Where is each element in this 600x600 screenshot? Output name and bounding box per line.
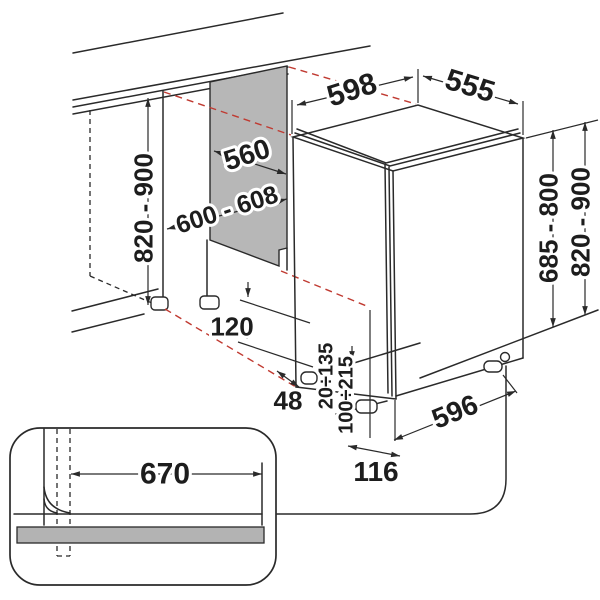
guide-bottom-right xyxy=(280,270,370,308)
label-detail-reach: 670 xyxy=(140,458,190,491)
inset-border xyxy=(9,427,277,586)
rear-foot xyxy=(483,360,503,373)
guide-bottom-left xyxy=(164,308,297,388)
niche-right-plinth-block xyxy=(199,295,220,310)
dim-front-offset: 116 xyxy=(347,310,402,490)
hose-curve xyxy=(43,486,71,514)
door-corner-edge-3 xyxy=(384,163,389,394)
dim-range-100-215: 100÷215 xyxy=(332,353,360,437)
floor-edge-1 xyxy=(71,288,159,312)
door-rim-line-1 xyxy=(294,132,521,167)
dim-niche-height-right: 820 - 900 xyxy=(562,122,598,315)
front-left-foot xyxy=(300,371,318,385)
plinth-bar xyxy=(16,526,265,544)
dim-feet-distance: 596 xyxy=(393,374,518,441)
label-gap-48: 48 xyxy=(274,385,303,415)
dim-appliance-height: 685 - 800 xyxy=(525,119,599,327)
leveling-feet xyxy=(300,351,511,414)
door-corner-edge-2 xyxy=(388,166,393,397)
label-niche-height-right: 820 - 900 xyxy=(565,167,595,277)
front-right-foot xyxy=(355,399,378,414)
dim-detail-reach: 670 xyxy=(71,455,262,494)
label-front-offset: 116 xyxy=(353,456,398,487)
detail-inset: 670 xyxy=(9,427,277,586)
label-top-width: 598 xyxy=(323,67,381,114)
door-corner-edge-1 xyxy=(392,170,397,400)
dishwasher xyxy=(290,104,599,415)
label-range-100-215: 100÷215 xyxy=(335,356,357,434)
label-niche-height-left: 820 - 900 xyxy=(128,153,158,263)
label-range-20-135: 20÷135 xyxy=(315,343,337,410)
guide-top-left xyxy=(163,91,292,136)
detail-leader-line xyxy=(276,365,507,515)
dim-plinth-height: 120 xyxy=(207,282,314,368)
base-reference-line xyxy=(419,309,599,379)
label-plinth-height: 120 xyxy=(210,311,253,341)
left-front-edge xyxy=(292,137,297,388)
dim-range-20-135: 20÷135 xyxy=(312,340,355,412)
dim-gap-48: 48 xyxy=(271,370,305,418)
base-frame-line xyxy=(343,342,421,367)
door-rim-line-2 xyxy=(296,128,519,164)
label-feet-distance: 596 xyxy=(427,388,482,434)
floor-edge-2 xyxy=(71,313,145,333)
label-appliance-height: 685 - 800 xyxy=(533,173,563,283)
rear-foot-screw xyxy=(499,351,511,363)
bottom-left-edge xyxy=(295,386,397,400)
niche-left-plinth-block xyxy=(150,296,169,311)
dim-niche-height-left: 820 - 900 xyxy=(125,98,161,305)
label-top-depth: 555 xyxy=(441,63,499,109)
